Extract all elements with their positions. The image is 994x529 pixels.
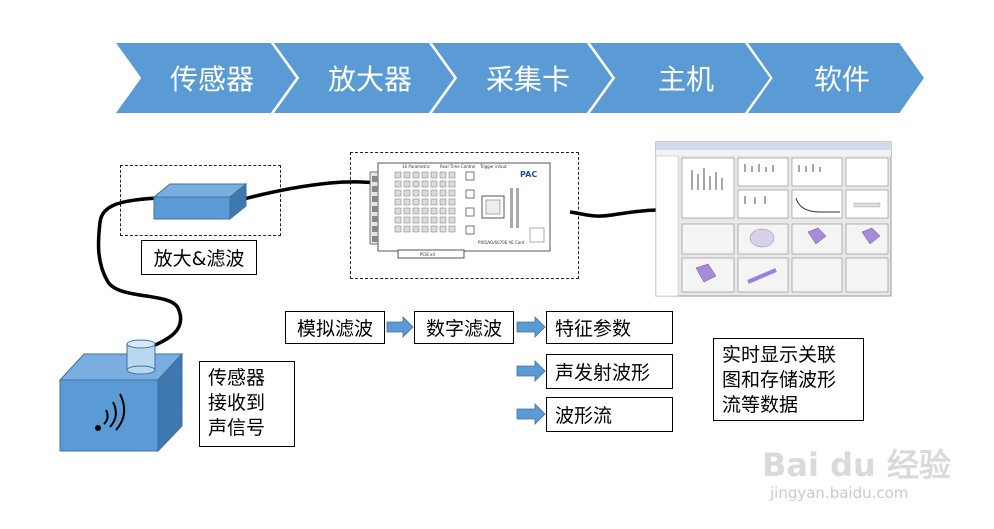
ae-waveform-box: 声发射波形 bbox=[546, 354, 673, 389]
arrow-digital-to-feature bbox=[516, 316, 546, 338]
step-daq-card: 采集卡 bbox=[432, 43, 612, 113]
step-label: 软件 bbox=[813, 63, 870, 96]
step-software: 软件 bbox=[748, 43, 924, 113]
card-brand: PAC bbox=[520, 170, 538, 179]
step-host: 主机 bbox=[590, 43, 770, 113]
analog-filter-box: 模拟滤波 bbox=[285, 311, 385, 344]
sensor-box-icon bbox=[58, 339, 184, 453]
sensor-description: 传感器 接收到 声信号 bbox=[199, 361, 295, 447]
card-label-mid: Real Time Control bbox=[440, 164, 476, 169]
card-host-cable bbox=[569, 208, 661, 218]
daq-card-icon bbox=[369, 162, 551, 259]
display-description: 实时显示关联 图和存储波形 流等数据 bbox=[713, 338, 864, 421]
step-label: 传感器 bbox=[169, 63, 254, 96]
step-amplifier: 放大器 bbox=[274, 43, 454, 113]
digital-filter-box: 数字滤波 bbox=[414, 311, 514, 344]
waveform-stream-box: 波形流 bbox=[546, 397, 673, 432]
step-sensor: 传感器 bbox=[116, 43, 296, 113]
step-label: 放大器 bbox=[327, 63, 412, 96]
card-frame bbox=[350, 152, 579, 279]
amplifier-frame bbox=[120, 165, 281, 236]
arrow-to-ae-waveform bbox=[516, 360, 546, 382]
card-label-right: Trigger in/out bbox=[480, 164, 507, 169]
step-label: 采集卡 bbox=[485, 63, 570, 96]
feature-params-box: 特征参数 bbox=[546, 311, 673, 344]
card-label-left: 16 Parametric bbox=[402, 164, 431, 169]
card-bottom-label: PCIE x4 bbox=[420, 252, 436, 257]
arrow-analog-to-digital bbox=[386, 316, 414, 338]
watermark-url: jingyan.baidu.com bbox=[770, 484, 909, 502]
card-model: PXIDAQ/6070E AE Card bbox=[478, 240, 525, 245]
arrow-to-waveform-stream bbox=[516, 403, 546, 425]
step-label: 主机 bbox=[657, 63, 714, 96]
sensor-cable bbox=[96, 196, 183, 350]
amplifier-label: 放大&滤波 bbox=[141, 240, 257, 275]
amplifier-box-icon bbox=[152, 182, 248, 221]
software-screenshot-icon bbox=[655, 141, 892, 297]
watermark-logo: Bai du 经验 bbox=[762, 446, 951, 484]
amp-card-cable bbox=[239, 180, 379, 202]
flow-arrows bbox=[386, 316, 546, 425]
